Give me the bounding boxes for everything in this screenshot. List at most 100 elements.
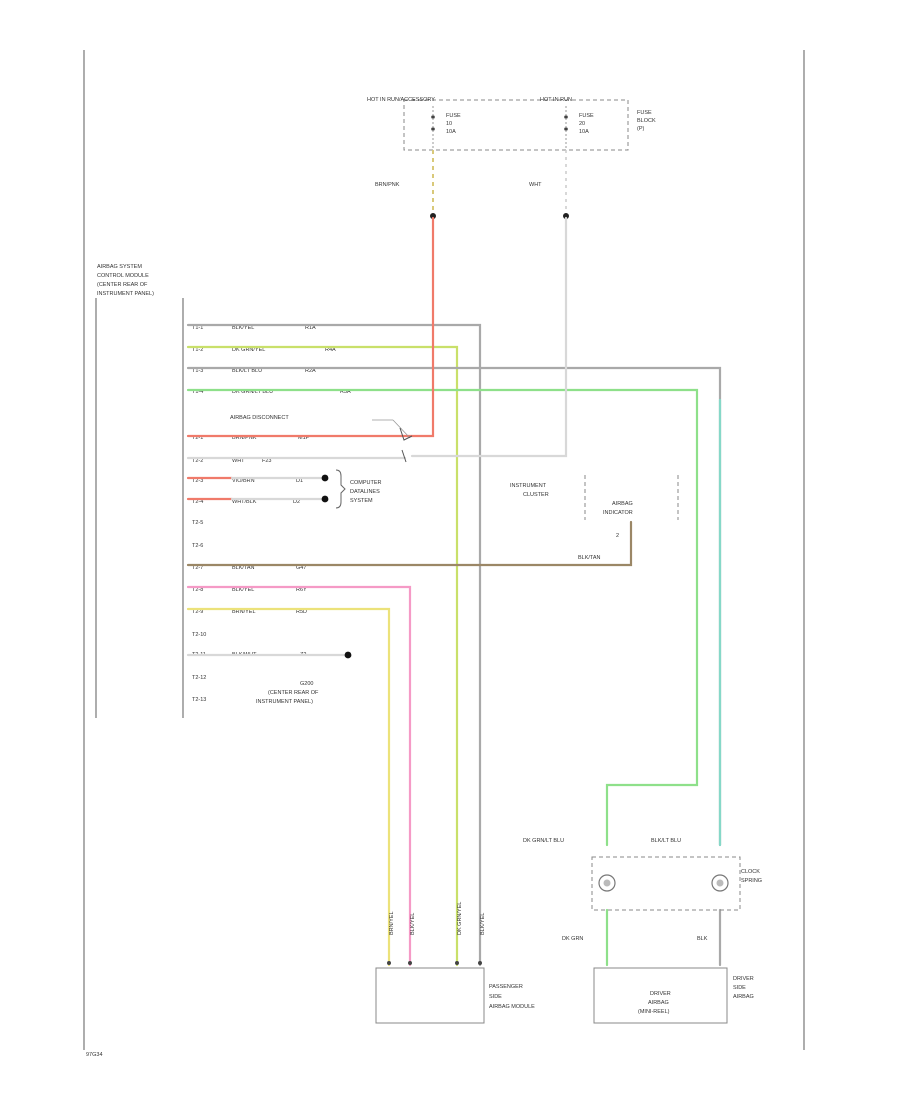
pin-row-t2-13: T2-13 — [192, 697, 206, 703]
passenger-airbag-box — [375, 967, 485, 1024]
pin-row-t1-2: T1-2 DK GRN/YEL R4A — [192, 347, 336, 353]
pin-id: T2-3 — [192, 478, 203, 484]
passenger-wire-label: DK GRN/YEL — [457, 902, 463, 935]
clockspring-bottom-left-label: DK GRN — [562, 936, 583, 942]
module-label-4: INSTRUMENT PANEL) — [97, 291, 154, 297]
connector-pin-icon — [455, 961, 459, 965]
clockspring-wire-label-left: DK GRN/LT BLU — [523, 838, 564, 844]
pin-id: T2-2 — [192, 458, 203, 464]
driver-airbag-box-label-2: AIRBAG — [648, 1000, 669, 1006]
fuse-block-label-3: (P) — [637, 126, 645, 132]
passenger-wire-label: BRN/YEL — [389, 911, 395, 935]
passenger-airbag-label-3: AIRBAG MODULE — [489, 1004, 535, 1010]
pin-row-t2-12: T2-12 — [192, 675, 206, 681]
passenger-airbag-module: PASSENGER SIDE AIRBAG MODULE BRN/YEL BLK… — [375, 902, 535, 1024]
wire-blk-lt-blu-r2a — [186, 366, 722, 847]
pin-circuit: R6Y — [296, 587, 307, 593]
pin-id: T2-1 — [192, 435, 203, 441]
fuse-terminal-icon — [431, 127, 435, 131]
wire-blk-tan-g47 — [186, 520, 633, 567]
pin-row-t2-9: T2-9 BRN/YEL R5D — [192, 609, 307, 615]
driver-airbag-box — [593, 967, 728, 1024]
terminal-icon — [321, 495, 329, 503]
footer-code: 97G34 — [86, 1052, 103, 1058]
pin-circuit: F23 — [262, 458, 271, 464]
pin-id: T2-7 — [192, 565, 203, 571]
pin-rows: T1-1 BLK/YEL R1A T1-2 DK GRN/YEL R4A T1-… — [192, 325, 351, 703]
pin-id: T1-3 — [192, 368, 203, 374]
ground-terminal-icon — [344, 651, 352, 659]
fuse-block-outline — [403, 99, 629, 151]
pin-id: T2-4 — [192, 499, 203, 505]
driver-airbag-label-2: SIDE — [733, 985, 746, 991]
wire-dk-grn-lt-blu-r3a — [186, 388, 699, 847]
pin-row-t2-6: T2-6 — [192, 543, 203, 549]
ground-label-2: (CENTER REAR OF — [268, 690, 319, 696]
fuse-20-rating: 10A — [579, 129, 589, 135]
instrument-cluster-label-1: INSTRUMENT — [510, 483, 547, 489]
ccd-label-2: DATALINES — [350, 489, 380, 495]
wire-brn-yel-r5d — [186, 607, 391, 967]
pin-id: T2-12 — [192, 675, 206, 681]
pin-circuit: R4A — [325, 347, 336, 353]
fuse-block-label-2: BLOCK — [637, 118, 656, 124]
pin-row-t2-2: T2-2 WHT F23 — [192, 458, 271, 464]
fuse-left-header: HOT IN RUN/ACCESSORY — [367, 97, 435, 103]
pin-wire-color: BLK/TAN — [232, 565, 255, 571]
pin-id: T2-9 — [192, 609, 203, 615]
pin-circuit: R5D — [296, 609, 307, 615]
splice-icon — [430, 213, 436, 219]
fuse-block-label-1: FUSE — [637, 110, 652, 116]
pin-row-t2-1: T2-1 BRN/PNK M1F — [192, 435, 310, 441]
driver-airbag-box-label-3: (MINI-REEL) — [638, 1009, 670, 1015]
passenger-airbag-label-1: PASSENGER — [489, 984, 523, 990]
module-label-2: CONTROL MODULE — [97, 273, 149, 279]
airbag-indicator-label-1: AIRBAG — [612, 501, 633, 507]
pin-row-t2-10: T2-10 — [192, 632, 206, 638]
switch-icon — [399, 427, 413, 441]
wire-brn-pnk-m1f — [186, 216, 435, 438]
fuse-10: FUSE 10 10A — [431, 106, 461, 148]
wires — [186, 216, 722, 967]
clockspring-label-2: SPRING — [741, 878, 762, 884]
instrument-cluster: INSTRUMENT CLUSTER AIRBAG INDICATOR 2 BL… — [510, 475, 679, 561]
brace-icon — [335, 469, 346, 509]
switch-icon — [401, 449, 407, 463]
airbag-disconnect: AIRBAG DISCONNECT — [230, 415, 413, 463]
module-label-3: (CENTER REAR OF — [97, 282, 148, 288]
pin-id: T1-4 — [192, 389, 203, 395]
ccd-label-1: COMPUTER — [350, 480, 382, 486]
clockspring-outline — [591, 856, 741, 911]
pin-circuit: G47 — [296, 565, 306, 571]
connector-icon — [716, 879, 724, 887]
pin-row-t2-7: T2-7 BLK/TAN G47 — [192, 565, 306, 571]
fuse-10-number: 10 — [446, 121, 452, 127]
connector-pin-icon — [387, 961, 391, 965]
pin-wire-color: BLK/YEL — [232, 325, 254, 331]
clockspring: DK GRN/LT BLU BLK/LT BLU CLOCK SPRING DK… — [523, 838, 762, 942]
pin-row-t1-3: T1-3 BLK/LT BLU R2A — [192, 368, 316, 374]
pin-wire-color: VIO/BRN — [232, 478, 255, 484]
indicator-pin-label: 2 — [616, 533, 619, 539]
pin-wire-color: DK GRN/LT BLU — [232, 389, 273, 395]
module-connector-ends — [387, 961, 482, 965]
instrument-cluster-label-2: CLUSTER — [523, 492, 549, 498]
fuse-terminal-icon — [431, 115, 435, 119]
wire-label-wht: WHT — [529, 182, 542, 188]
driver-airbag-label-3: AIRBAG — [733, 994, 754, 1000]
pin-wire-color: BLK/YEL — [232, 587, 254, 593]
blk-tan-label: BLK/TAN — [578, 555, 601, 561]
fuse-20: FUSE 20 10A — [564, 106, 594, 148]
fuse-10-rating: 10A — [446, 129, 456, 135]
pin-row-t2-4: T2-4 WHT/BLK D2 — [192, 499, 300, 505]
driver-airbag: DRIVER AIRBAG (MINI-REEL) DRIVER SIDE AI… — [593, 967, 754, 1024]
wire-blk-yel-r6y — [186, 585, 412, 967]
wire-dk-grn-yel-r4a — [186, 345, 459, 967]
pin-id: T1-2 — [192, 347, 203, 353]
clockspring-bottom-right-label: BLK — [697, 936, 708, 942]
ground-label-1: G200 — [300, 681, 313, 687]
connector-pin-icon — [408, 961, 412, 965]
pin-circuit: R2A — [305, 368, 316, 374]
ccd-label-3: SYSTEM — [350, 498, 373, 504]
